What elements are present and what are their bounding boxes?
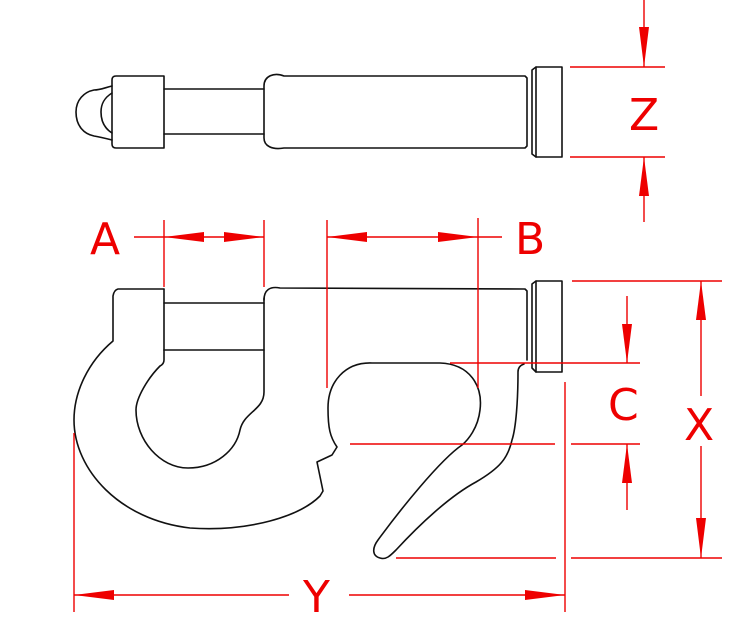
arrow-c-bottom <box>622 444 632 483</box>
dimension-c: C <box>350 296 640 510</box>
arrow-a-left <box>164 232 204 242</box>
side-view-eye-opening <box>135 297 265 469</box>
arrow-y-right <box>525 590 565 600</box>
label-y: Y <box>302 572 330 621</box>
arrow-x-bottom <box>696 518 706 558</box>
dimension-x: X <box>396 280 722 559</box>
arrow-a-right <box>224 232 264 242</box>
side-view <box>73 280 563 560</box>
label-z: Z <box>629 90 659 141</box>
label-x: X <box>684 400 714 451</box>
top-view-eye <box>75 85 113 141</box>
top-view <box>75 66 563 158</box>
arrow-y-left <box>74 590 114 600</box>
top-view-collar <box>111 75 165 149</box>
dimension-b: B <box>326 214 545 388</box>
dimension-y: Y <box>73 382 566 621</box>
dimension-a: A <box>90 214 265 287</box>
arrow-b-right <box>438 232 478 242</box>
top-view-barrel <box>263 73 528 150</box>
label-c: C <box>608 380 639 431</box>
arrow-z-top <box>639 27 649 67</box>
side-view-gate <box>263 286 528 361</box>
arrow-b-left <box>327 232 367 242</box>
arrow-z-bottom <box>639 157 649 196</box>
dimension-z: Z <box>570 0 665 222</box>
label-b: B <box>515 214 545 265</box>
top-view-eye-inner <box>100 92 113 134</box>
label-a: A <box>90 214 120 265</box>
arrow-x-top <box>696 281 706 320</box>
side-view-hook-body <box>73 288 525 560</box>
arrow-c-top <box>622 324 632 363</box>
